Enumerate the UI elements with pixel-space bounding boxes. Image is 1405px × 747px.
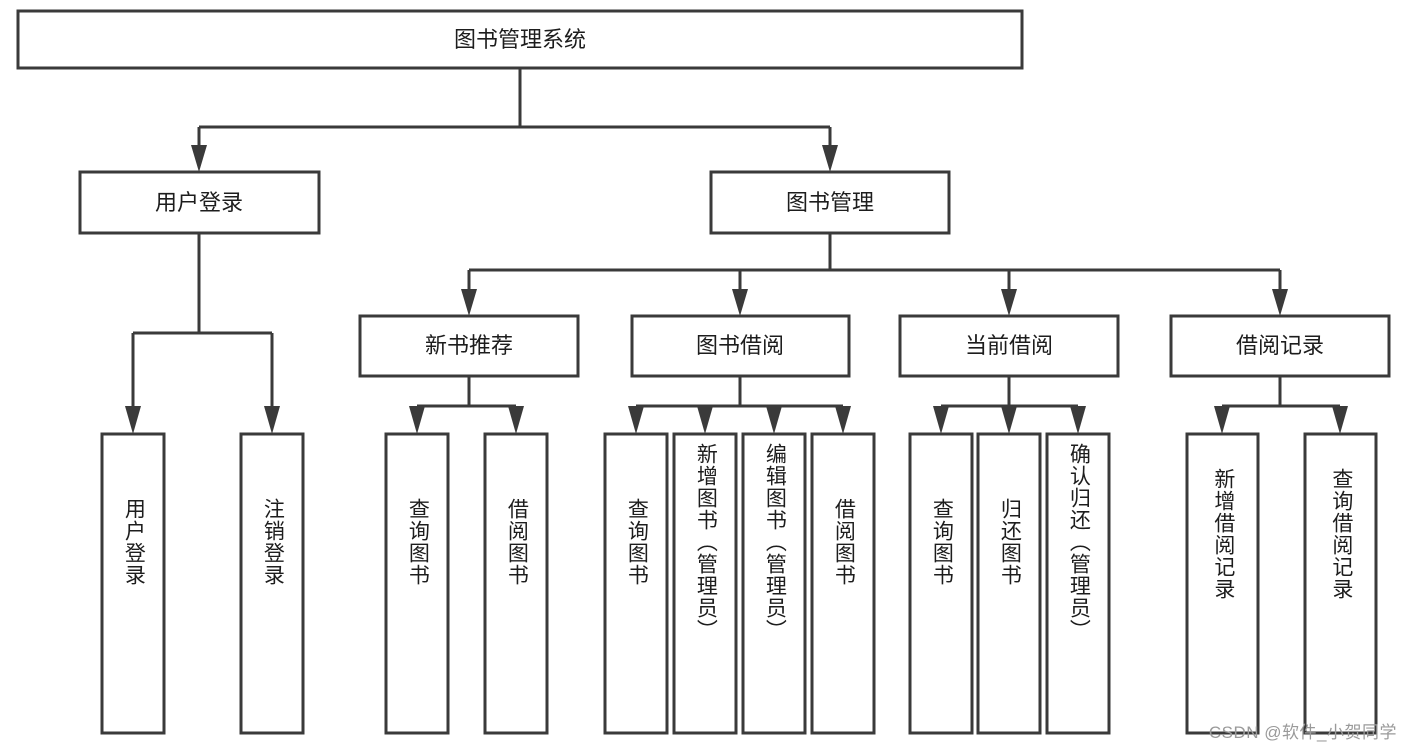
arrow-head-leaf-bb-1 bbox=[697, 406, 713, 434]
node-user-login[interactable]: 用户登录 bbox=[78, 170, 321, 235]
node-book-management-box[interactable] bbox=[709, 170, 951, 235]
node-borrow-record-label: 借阅记录 bbox=[1236, 333, 1324, 358]
leaf-box-borrow-record-1[interactable] bbox=[1303, 432, 1378, 735]
leaf-box-book-borrow-3[interactable] bbox=[810, 432, 876, 735]
leaf-box-current-borrow-1[interactable] bbox=[976, 432, 1042, 735]
node-book-borrow-label: 图书借阅 bbox=[696, 333, 784, 358]
leaf-box-user-login-1[interactable] bbox=[239, 432, 305, 735]
arrow-head-leaf-cb-2 bbox=[1070, 406, 1086, 434]
node-borrow-record[interactable]: 借阅记录 bbox=[1169, 314, 1391, 378]
arrow-head-l3-1 bbox=[732, 289, 748, 316]
arrow-head-leaf-br-0 bbox=[1214, 406, 1230, 434]
node-current-borrow-box[interactable] bbox=[898, 314, 1120, 378]
arrow-head-l3-2 bbox=[1001, 289, 1017, 316]
node-new-book-recommend-label: 新书推荐 bbox=[425, 333, 513, 358]
csdn-watermark: CSDN @软件_小贺同学 bbox=[1208, 723, 1397, 742]
arrow-head-leaf-bb-2 bbox=[766, 406, 782, 434]
leaf-box-book-borrow-0[interactable] bbox=[603, 432, 669, 735]
arrow-head-leaf-ul-0 bbox=[125, 406, 141, 434]
leaf-box-user-login-0[interactable] bbox=[100, 432, 166, 735]
arrow-head-l3-0 bbox=[461, 289, 477, 316]
leaf-box-current-borrow-0[interactable] bbox=[908, 432, 974, 735]
node-book-management[interactable]: 图书管理 bbox=[709, 170, 951, 235]
arrow-head-leaf-cb-0 bbox=[933, 406, 949, 434]
leaf-box-current-borrow-2[interactable] bbox=[1045, 432, 1111, 735]
arrow-head-leaf-nbr-0 bbox=[409, 406, 425, 434]
leaf-box-book-borrow-2[interactable] bbox=[741, 432, 807, 735]
arrow-head-leaf-bb-3 bbox=[835, 406, 851, 434]
node-root-label: 图书管理系统 bbox=[454, 27, 586, 52]
node-book-borrow[interactable]: 图书借阅 bbox=[630, 314, 851, 378]
node-current-borrow-label: 当前借阅 bbox=[965, 333, 1053, 358]
node-root-box[interactable] bbox=[16, 9, 1024, 70]
arrow-head-leaf-nbr-1 bbox=[508, 406, 524, 434]
leaf-box-book-borrow-1[interactable] bbox=[672, 432, 738, 735]
node-new-book-recommend-box[interactable] bbox=[358, 314, 580, 378]
node-root-system[interactable]: 图书管理系统 bbox=[16, 9, 1024, 70]
arrow-head-leaf-bb-0 bbox=[628, 406, 644, 434]
arrow-head-l3-3 bbox=[1272, 289, 1288, 316]
leaf-box-new-book-recommend-0[interactable] bbox=[384, 432, 450, 735]
leaf-box-new-book-recommend-1[interactable] bbox=[483, 432, 549, 735]
arrow-head-leaf-cb-1 bbox=[1001, 406, 1017, 434]
node-book-borrow-box[interactable] bbox=[630, 314, 851, 378]
node-borrow-record-box[interactable] bbox=[1169, 314, 1391, 378]
arrow-head-user-login bbox=[191, 145, 207, 172]
node-current-borrow[interactable]: 当前借阅 bbox=[898, 314, 1120, 378]
arrow-head-leaf-ul-1 bbox=[264, 406, 280, 434]
node-book-management-label: 图书管理 bbox=[786, 190, 874, 215]
node-user-login-label: 用户登录 bbox=[155, 190, 243, 215]
arrow-head-leaf-br-1 bbox=[1332, 406, 1348, 434]
leaf-box-borrow-record-0[interactable] bbox=[1185, 432, 1260, 735]
node-new-book-recommend[interactable]: 新书推荐 bbox=[358, 314, 580, 378]
arrow-head-book-manage bbox=[822, 145, 838, 172]
